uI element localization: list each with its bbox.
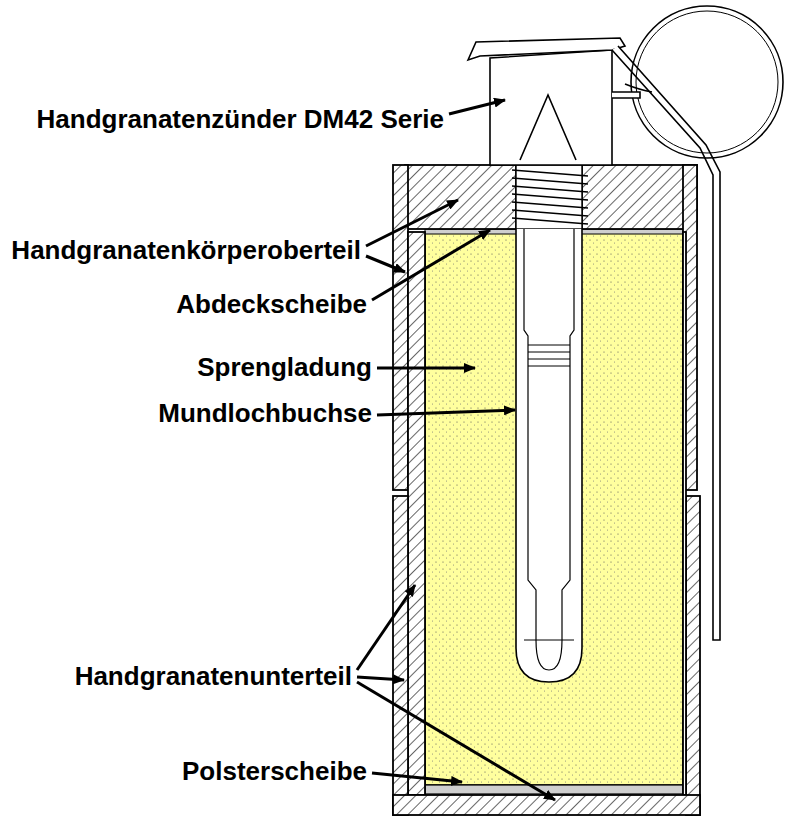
leader-arrow: [357, 100, 555, 800]
part-label: Handgranatenkörperoberteil: [11, 236, 361, 266]
part-label: Sprengladung: [197, 353, 372, 383]
fuze: [468, 6, 783, 640]
part-label: Handgranatenzünder DM42 Serie: [37, 105, 444, 135]
part-label: Polsterscheibe: [182, 757, 367, 787]
part-label: Mundlochbuchse: [158, 399, 372, 429]
detonator-well: [516, 229, 582, 682]
part-label: Abdeckscheibe: [176, 290, 367, 320]
part-label: Handgranatenunterteil: [75, 662, 352, 692]
